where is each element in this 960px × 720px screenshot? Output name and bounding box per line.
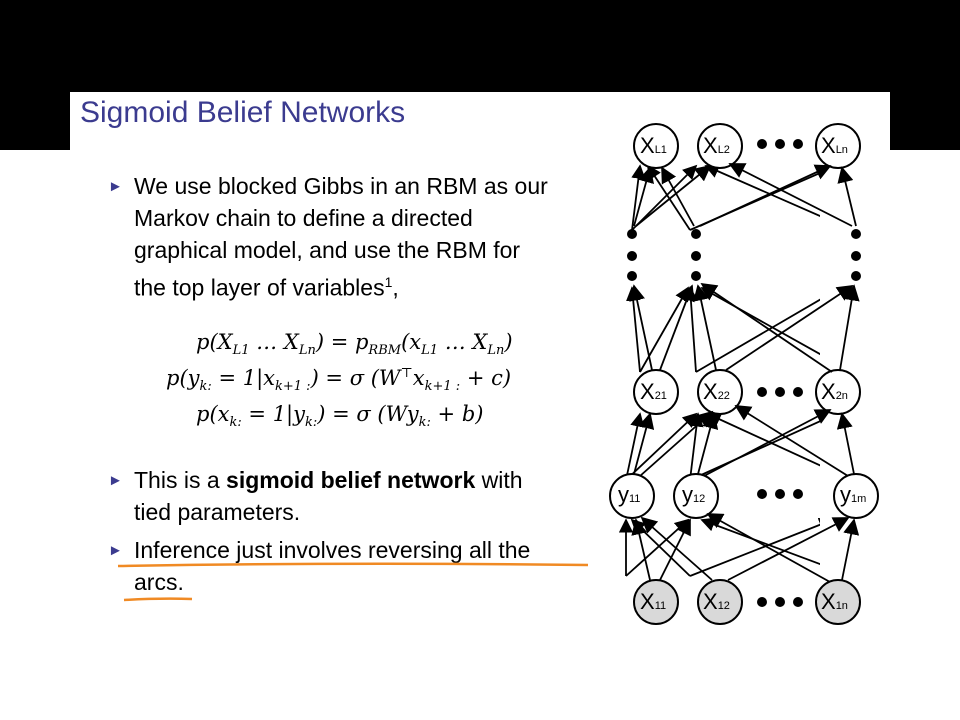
bullet-marker-icon: ► [108,178,123,195]
bullet-3-line-1: Inference just involves reversing all th… [134,537,531,563]
bullet-2-line-2: tied parameters. [134,499,301,525]
bullet-1-line-2: Markov chain to define a directed [134,205,473,231]
slide-panel: Sigmoid Belief Networks ► We use blocked… [70,92,890,720]
equation-1: p(XL1 … XLn) = pRBM(xL1 … XLn) [196,330,513,359]
network-diagram [618,164,820,577]
equation-3: p(xk: = 1|yk:) = σ (Wyk: + b) [196,402,484,431]
bullet-1-line-1: We use blocked Gibbs in an RBM as our [134,173,548,199]
bullet-2-line-1: This is a sigmoid belief network with [134,467,523,493]
bullet-1-line-3: graphical model, and use the RBM for [134,237,521,263]
equation-2: p(yk: = 1|xk+1 :) = σ (W⊤xk+1 : + c) [166,366,512,395]
bullet-marker-icon: ► [108,472,123,489]
bullet-marker-icon: ► [108,542,123,559]
handwritten-underline [117,562,589,602]
bullet-3-line-2: arcs. [134,569,184,595]
bullet-1-line-4: the top layer of variables1, [134,274,399,301]
slide-title: Sigmoid Belief Networks [80,96,406,129]
